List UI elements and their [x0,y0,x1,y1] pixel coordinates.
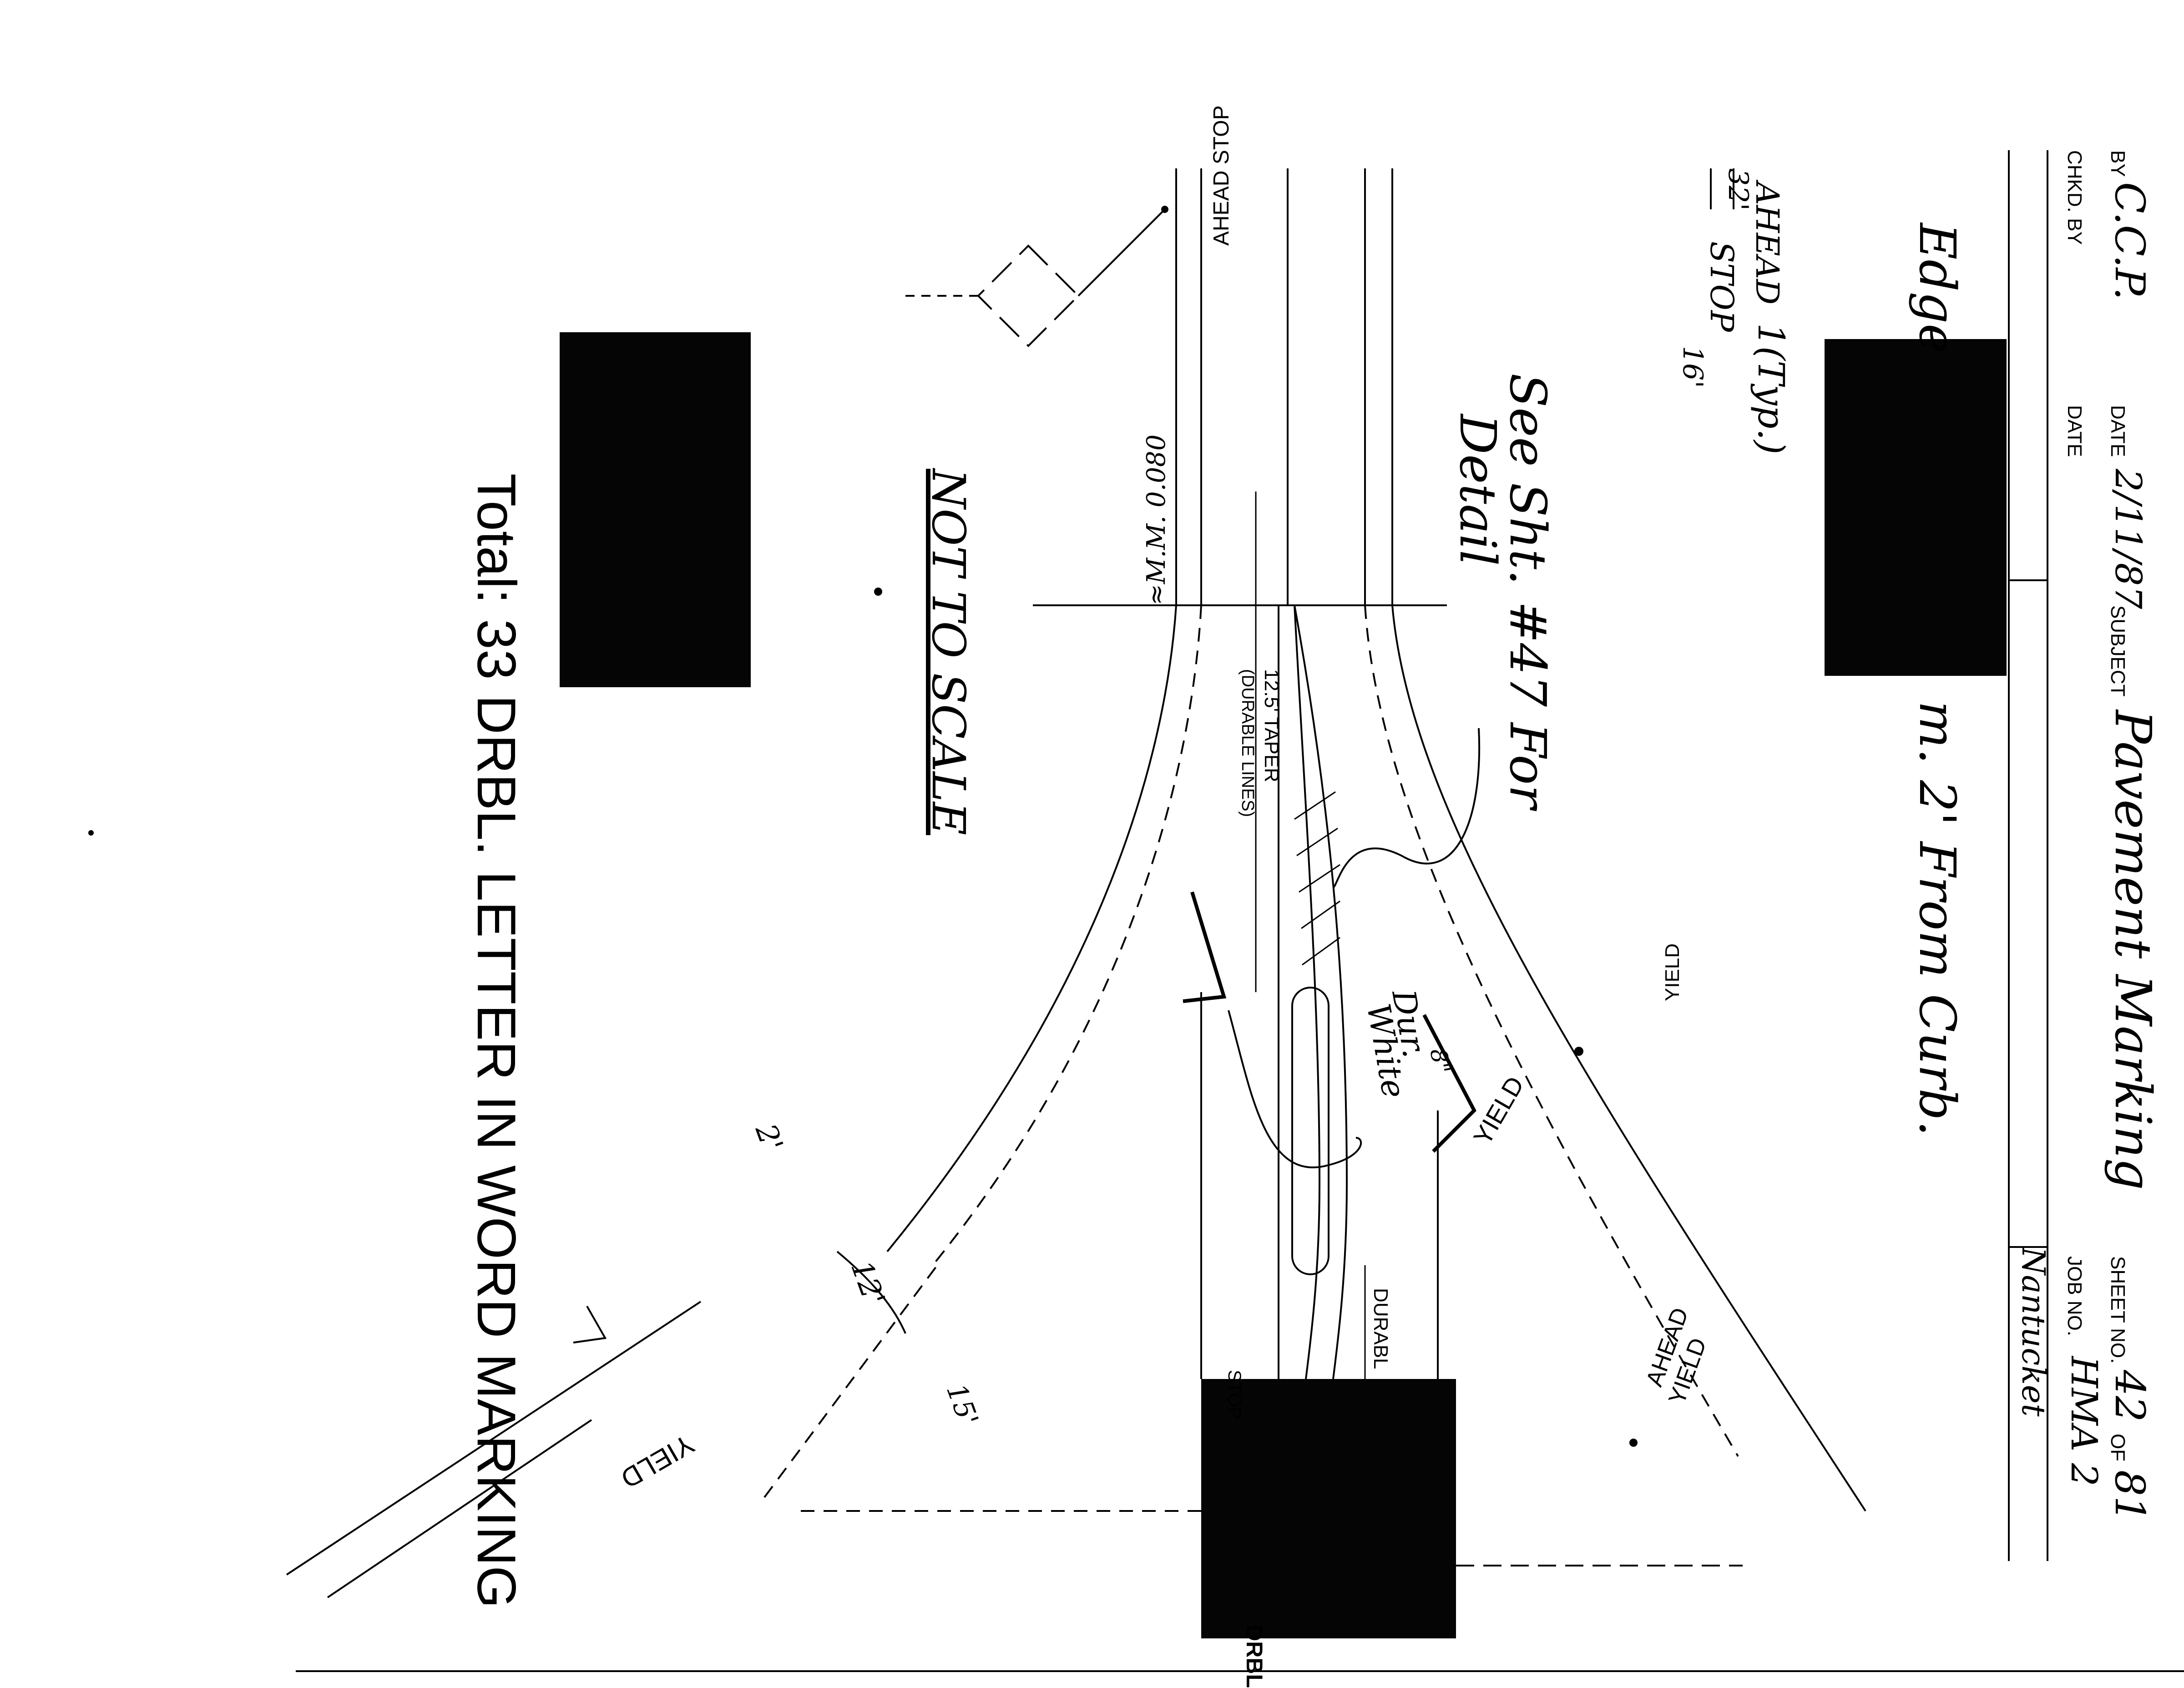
of-value: 81 [2106,1470,2154,1522]
yield-line-dashed [763,1264,938,1498]
diamond-sign-pole [1077,208,1166,297]
leader-squiggle-bottom [1228,1010,1362,1169]
by-value: C.C.P. [2106,182,2154,300]
label-mm: ≈M.M. 0.080 [1142,435,1171,605]
title-block: BY C.C.P. DATE 2/11/87 SUBJECT Pavement … [2008,150,2162,1561]
diagonal-road-outer [286,1301,702,1576]
note-edge: Edge [1908,222,1967,353]
island-gore-left [1294,605,1321,1379]
redaction-blocks [560,332,2007,1638]
note-typ: 1(Typ.) [1750,323,1792,455]
note-from-curb: m. 2' From Curb. [1908,701,1967,1136]
road-geometry [286,168,1866,1598]
handwritten-notes: Edge m. 2' From Curb. See Sht. #47 For D… [466,168,1967,1608]
subject-value: Pavement Marking [2104,709,2162,1190]
diagonal-road-inner [327,1419,592,1598]
label-stop-road: STOP [1224,1370,1244,1419]
label-ahead-stop: AHEAD STOP [1209,105,1234,246]
checked-by-label: CHKD. BY [2063,150,2086,245]
label-yield-top: YIELD [1661,943,1684,1001]
label-dim-8: 8" [1425,1046,1456,1075]
dimension-arc-12 [836,1251,906,1334]
label-durable-lines: (DURABLE LINES) [1238,669,1257,817]
leader-squiggle-top [1332,728,1481,888]
subject-label: SUBJECT [2107,605,2129,696]
note-ahead: AHEAD [1749,179,1786,304]
redaction-top-right [1825,339,2007,676]
note-dim-16: 16' [1677,346,1709,388]
date-value: 2/11/87 [2107,468,2149,609]
job-no-label: JOB NO. [2063,1256,2086,1336]
job-sub-value: Nantucket [2015,1246,2052,1417]
note-stop: STOP [1703,241,1740,333]
of-label: OF [2107,1434,2129,1461]
left-flare-inner [932,605,1202,1266]
yield-triangle-right [1422,1014,1476,1153]
by-label: BY [2107,150,2129,177]
label-durable: DURABL [1370,1288,1392,1369]
note-dim-32: 32' [1722,168,1754,211]
diamond-sign [977,244,1080,347]
redaction-bottom [1201,1379,1456,1638]
note-not-to-scale: NOT TO SCALE [922,468,975,835]
right-flare-inner [1364,605,1739,1457]
traffic-island [1291,987,1330,1275]
island-gore-right [1294,605,1348,1379]
job-no-value: HMA 2 [2063,1355,2105,1486]
label-drbl: DRBL [1242,1625,1267,1688]
right-flare-outer [1391,605,1866,1512]
sheet-no-value: 42 [2106,1369,2154,1422]
left-flare-outer [886,605,1177,1252]
note-see-sheet-1: See Sht. #47 For [1499,373,1557,811]
label-taper: 12.5' TAPER [1260,669,1283,782]
date2-label: DATE [2063,405,2086,457]
yield-triangle-lower [573,1306,607,1343]
date-label: DATE [2107,405,2129,457]
sheet-no-label: SHEET NO. [2107,1256,2129,1364]
stray-marks [88,206,1638,1447]
note-see-sheet-2: Detail [1449,413,1507,566]
taper-hatching [1294,791,1340,966]
redaction-left [560,332,751,687]
note-total: Total: 33 DRBL. LETTER IN WORD MARKING [466,473,527,1608]
yield-triangle-left [1183,891,1227,1003]
